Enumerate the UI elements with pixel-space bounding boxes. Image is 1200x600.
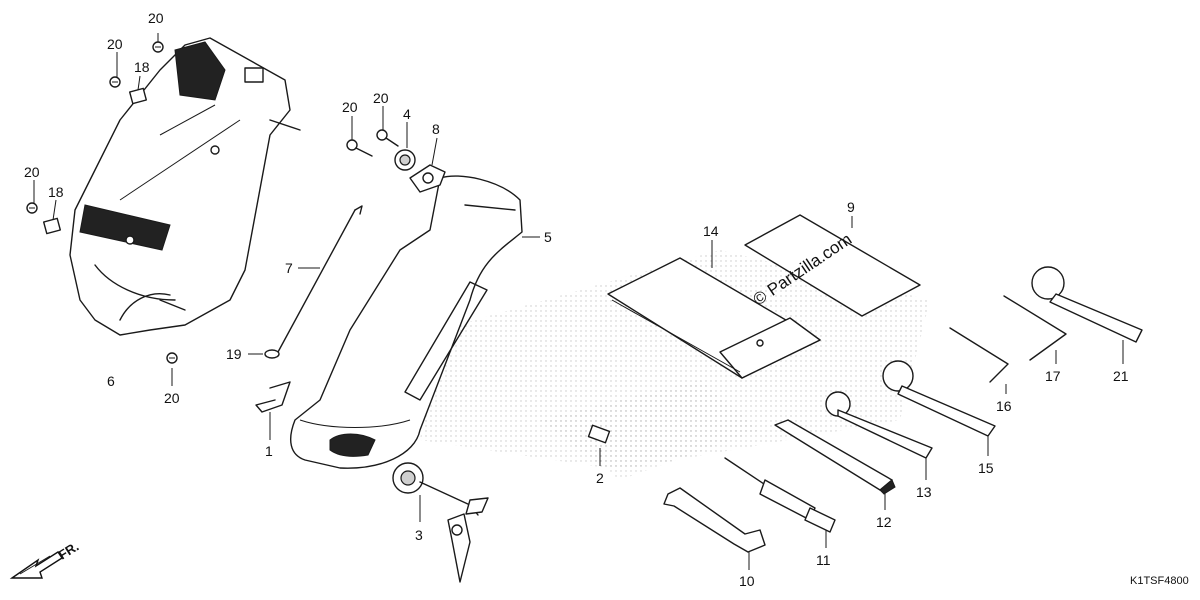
tool-bag-part [607,257,821,379]
front-arrow-icon [9,551,63,579]
callout-10: 10 [739,573,755,589]
callout-9: 9 [847,199,855,215]
callout-2: 2 [596,470,604,486]
callout-20-lid-b: 20 [373,90,389,106]
screw-20-top [152,41,164,53]
clip-18-lower [42,217,62,235]
connector-part [587,424,611,444]
front-direction-indicator: FR. [9,539,81,579]
case-lid-part [289,175,523,469]
callout-6: 6 [107,373,115,389]
background-shading [420,250,930,480]
socket-spanner-part [724,457,836,533]
callout-4: 4 [403,106,411,122]
screw-20-bottom [166,352,178,364]
callout-15: 15 [978,460,994,476]
hex-key-small-part [949,327,1009,383]
diagram-code: K1TSF4800 [1130,575,1189,587]
ring-wrench-21-part [1031,266,1143,343]
callout-11: 11 [816,552,831,568]
callout-20-bottom: 20 [164,390,180,406]
callout-20-left-lower: 20 [24,164,40,180]
callout-21: 21 [1113,368,1129,384]
open-wrench-part [663,487,766,553]
callout-5: 5 [544,229,552,245]
callout-18-upper: 18 [134,59,150,75]
screw-20-left-lower [26,202,38,214]
callout-20-left-upper: 20 [107,36,123,52]
rod-part [277,205,363,353]
manual-part [744,214,921,317]
callout-1: 1 [265,443,273,459]
bracket-part [255,381,291,413]
callout-12: 12 [876,514,892,530]
callout-14: 14 [703,223,719,239]
callout-13: 13 [916,484,932,500]
hex-key-large-part [1003,295,1067,361]
handle-bar-part [774,419,896,495]
callout-19: 19 [226,346,242,362]
callout-18-lower: 18 [48,184,64,200]
callout-20-top: 20 [148,10,164,26]
storage-box-part [69,37,301,336]
callout-16: 16 [996,398,1012,414]
screw-20-left-upper [109,76,121,88]
screw-20-lid-a [346,139,373,157]
clip-18-upper [128,87,148,105]
gasket-part [409,164,446,193]
lock-cylinder-part [392,462,489,583]
washer-part [264,349,280,359]
callout-7: 7 [285,260,293,276]
screw-20-lid-b [376,129,399,147]
leader-lines [33,33,1124,570]
callout-17: 17 [1045,368,1061,384]
callout-8: 8 [432,121,440,137]
callout-3: 3 [415,527,423,543]
bushing-part [394,149,416,171]
callout-20-lid-a: 20 [342,99,358,115]
